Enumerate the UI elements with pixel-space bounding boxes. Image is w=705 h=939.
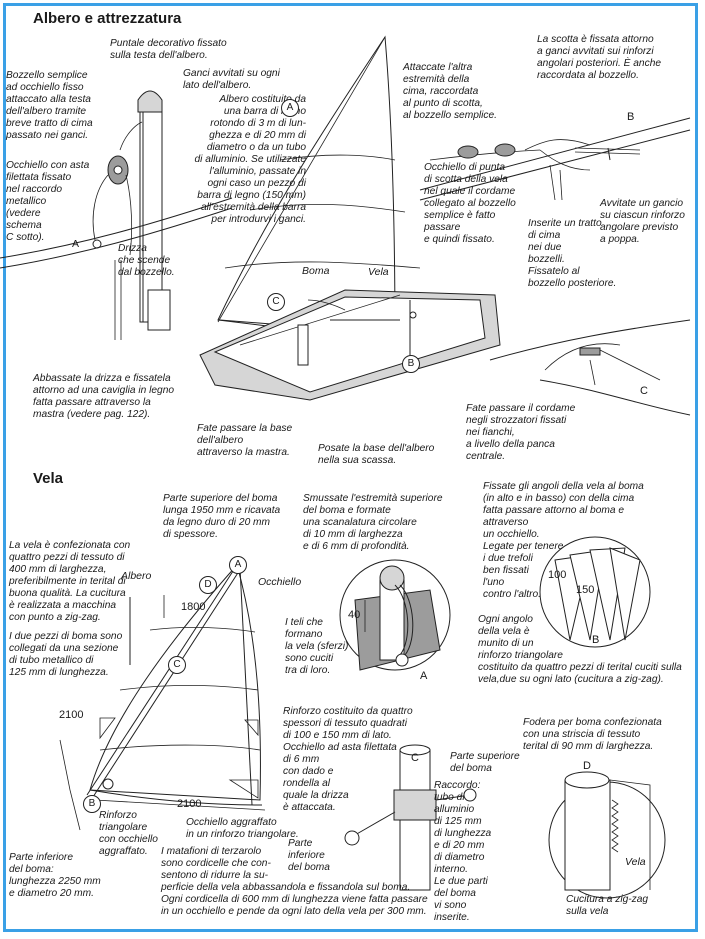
label-b-detail: B bbox=[627, 111, 635, 123]
callout-a-sail: A bbox=[229, 556, 247, 574]
label-a-circle: A bbox=[420, 670, 428, 682]
label-d-cover: D bbox=[583, 760, 591, 772]
note-albero-barra: Albero costituito da una barra di legno … bbox=[194, 94, 306, 225]
callout-d-sail: D bbox=[199, 576, 217, 594]
rigging-section-title: Albero e attrezzatura bbox=[33, 10, 182, 27]
label-c-tube: C bbox=[411, 752, 419, 764]
label-boma: Boma bbox=[302, 265, 330, 277]
fairlead-detail bbox=[489, 319, 691, 416]
note-rinforzo-quadrati: Rinforzo costituito da quattro spessori … bbox=[283, 706, 413, 741]
label-occhiello: Occhiello bbox=[258, 576, 302, 588]
note-parte-inf-small: Parte inferiore del boma bbox=[288, 838, 330, 873]
dim-40: 40 bbox=[348, 609, 361, 621]
note-abbassate: Abbassate la drizza e fissatela attorno … bbox=[33, 373, 175, 420]
note-parte-sup-boma: Parte superiore del boma lunga 1950 mm e… bbox=[163, 493, 281, 540]
boom-end-circle-detail bbox=[339, 559, 451, 671]
note-occhiello-aggraffato: Occhiello aggraffato in un rinforzo tria… bbox=[186, 817, 299, 840]
triangle-reinforcement-detail bbox=[539, 536, 651, 648]
note-bozzello: Bozzello semplice ad occhiello fisso att… bbox=[6, 70, 93, 141]
note-occhiello-punta: Occhiello di punta di scotta della vela … bbox=[424, 162, 516, 245]
note-occhiello-asta: Occhiello con asta filettata fissato nel… bbox=[6, 160, 90, 243]
note-drizza: Drizza che scende dal bozzello. bbox=[118, 243, 175, 278]
dim-2100-bottom: 2100 bbox=[177, 798, 202, 810]
callout-c-sail: C bbox=[168, 656, 186, 674]
dim-150: 150 bbox=[576, 584, 595, 596]
note-fate-cordame: Fate passare il cordame negli strozzator… bbox=[466, 403, 576, 462]
callout-b: B bbox=[402, 355, 420, 373]
note-fodera: Fodera per boma confezionata con una str… bbox=[523, 717, 662, 752]
callout-c: C bbox=[267, 293, 285, 311]
callout-b-sail: B bbox=[83, 795, 101, 813]
label-vela: Vela bbox=[368, 266, 389, 278]
sail-section-title: Vela bbox=[33, 470, 64, 487]
sail-diagram bbox=[59, 563, 266, 831]
label-albero: Albero bbox=[121, 570, 152, 582]
note-fissate-angoli: Fissate gli angoli della vela al boma (i… bbox=[483, 481, 644, 600]
note-fate-base: Fate passare la base dell'albero attrave… bbox=[197, 423, 293, 458]
note-parte-inferiore: Parte inferiore del boma: lunghezza 2250… bbox=[9, 852, 101, 899]
note-teli: I teli che formano la vela (sferzi) sono… bbox=[285, 617, 349, 676]
callout-a: A bbox=[281, 99, 299, 117]
dim-1800: 1800 bbox=[181, 601, 206, 613]
note-avvitate: Avvitate un gancio su ciascun rinforzo a… bbox=[600, 198, 685, 245]
note-smussate: Smussate l'estremità superiore del boma … bbox=[303, 493, 443, 552]
note-raccordo: Raccordo: tubo di alluminio di 125 mm di… bbox=[434, 780, 492, 923]
sailboat-illustration bbox=[199, 35, 501, 401]
page-frame bbox=[3, 3, 698, 932]
dim-2100-left: 2100 bbox=[59, 709, 84, 721]
mast-head-detail bbox=[0, 90, 233, 340]
note-ogni-angolo: Ogni angolo della vela è munito di un ri… bbox=[478, 614, 682, 685]
note-puntale: Puntale decorativo fissato sulla testa d… bbox=[110, 38, 227, 61]
label-a-mast: A bbox=[72, 238, 80, 250]
label-c-detail: C bbox=[640, 385, 648, 397]
note-rinforzo-triangolare: Rinforzo triangolare con occhiello aggra… bbox=[99, 810, 158, 857]
dim-100: 100 bbox=[548, 569, 567, 581]
note-occhiello-filettata: Occhiello ad asta filettata di 6 mm con … bbox=[283, 742, 397, 813]
eyebolt-tube-detail bbox=[344, 744, 477, 891]
note-matafioni: I matafioni di terzarolo sono cordicelle… bbox=[161, 846, 428, 917]
label-b-circle: B bbox=[592, 634, 600, 646]
boom-cover-detail bbox=[548, 771, 666, 899]
label-vela-cover: Vela bbox=[625, 856, 646, 868]
note-cucitura: Cucitura a zig-zag sulla vela bbox=[566, 894, 649, 917]
note-due-pezzi: I due pezzi di boma sono collegati da un… bbox=[9, 631, 123, 678]
note-vela-confez: La vela è confezionata con quattro pezzi… bbox=[9, 540, 131, 623]
note-parte-sup-small: Parte superiore del boma bbox=[450, 751, 520, 774]
note-ganci: Ganci avvitati su ogni lato dell'albero. bbox=[183, 68, 280, 91]
note-scotta: La scotta è fissata attorno a ganci avvi… bbox=[537, 34, 662, 81]
note-attaccate: Attaccate l'altra estremità della cima, … bbox=[403, 62, 497, 121]
sheet-block-detail bbox=[419, 117, 691, 201]
note-posate: Posate la base dell'albero nella sua sca… bbox=[318, 443, 435, 466]
note-inserite: Inserite un tratto di cima nei due bozze… bbox=[528, 218, 617, 289]
